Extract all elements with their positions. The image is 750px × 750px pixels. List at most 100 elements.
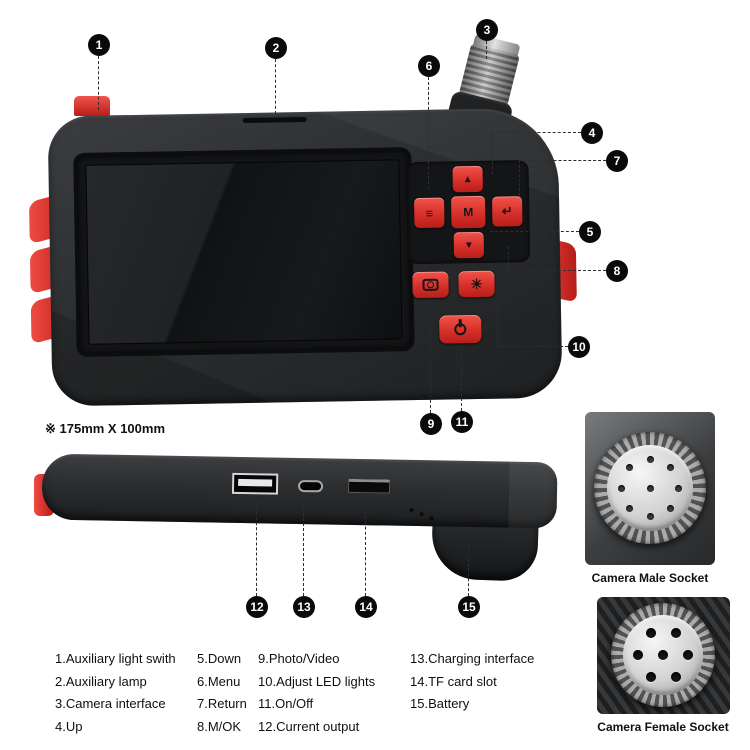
legend-item: 10.Adjust LED lights xyxy=(258,673,376,689)
leader-line-4b xyxy=(492,132,493,174)
legend-column-2: 5.Down 6.Menu 7.Return 8.M/OK xyxy=(197,648,247,738)
leader-line-1 xyxy=(98,56,99,110)
power-icon xyxy=(454,323,467,336)
callout-11: 11 xyxy=(451,411,473,433)
device-side-view xyxy=(34,450,564,590)
legend-item: 11.On/Off xyxy=(258,696,314,711)
callout-14: 14 xyxy=(355,596,377,618)
legend-column-1: 1.Auxiliary light swith 2.Auxiliary lamp… xyxy=(55,648,176,738)
down-button[interactable]: ▼ xyxy=(453,231,485,259)
socket-pin xyxy=(675,485,682,492)
camera-female-socket-photo xyxy=(597,597,730,714)
leader-line-3 xyxy=(486,41,487,59)
leader-line-5 xyxy=(490,231,579,232)
legend-column-3: 9.Photo/Video 10.Adjust LED lights 11.On… xyxy=(258,648,375,738)
callout-9: 9 xyxy=(420,413,442,435)
callout-6: 6 xyxy=(418,55,440,77)
legend-item: 12.Current output xyxy=(258,718,360,734)
leader-line-4 xyxy=(492,132,581,133)
legend-column-4: 13.Charging interface 14.TF card slot 15… xyxy=(410,648,534,716)
socket-hole xyxy=(671,628,681,638)
menu-button[interactable]: ≡ xyxy=(414,197,445,229)
m-ok-button[interactable]: M xyxy=(451,195,486,229)
camera-female-socket-label: Camera Female Socket xyxy=(597,720,729,734)
led-adjust-button[interactable]: ☀ xyxy=(458,270,495,298)
callout-1: 1 xyxy=(88,34,110,56)
legend-item: 7.Return xyxy=(197,696,247,711)
socket-pin xyxy=(626,464,633,471)
socket-hole xyxy=(646,628,656,638)
socket-pin xyxy=(647,485,654,492)
leader-line-2 xyxy=(275,59,276,114)
legend-item: 9.Photo/Video xyxy=(258,651,340,666)
vent-dot xyxy=(409,507,414,512)
socket-pin xyxy=(647,456,654,463)
socket-pin xyxy=(647,513,654,520)
socket-pin xyxy=(618,485,625,492)
tf-card-slot[interactable] xyxy=(347,478,391,494)
socket-hole xyxy=(658,650,668,660)
side-body xyxy=(41,453,558,529)
socket-hole xyxy=(633,650,643,660)
usb-tongue xyxy=(238,478,273,487)
callout-2: 2 xyxy=(265,37,287,59)
male-socket-ring xyxy=(594,432,706,544)
female-socket-ring xyxy=(611,603,715,707)
dpad-panel: ▲ ▼ ≡ ↵ M xyxy=(406,160,531,265)
callout-15: 15 xyxy=(458,596,480,618)
legend-item: 4.Up xyxy=(55,718,83,734)
callout-7: 7 xyxy=(606,150,628,172)
callout-8: 8 xyxy=(606,260,628,282)
callout-3: 3 xyxy=(476,19,498,41)
legend-item: 15.Battery xyxy=(410,696,470,711)
leader-line-6 xyxy=(428,77,429,189)
auxiliary-light-switch[interactable] xyxy=(74,96,110,116)
callout-10: 10 xyxy=(568,336,590,358)
socket-hole xyxy=(671,672,681,682)
usb-output-port[interactable] xyxy=(231,472,279,495)
vent-dot xyxy=(419,512,424,517)
callout-4: 4 xyxy=(581,122,603,144)
power-button[interactable] xyxy=(439,314,482,344)
leader-line-14 xyxy=(365,496,366,596)
legend-item: 3.Camera interface xyxy=(55,696,166,711)
camera-male-socket-label: Camera Male Socket xyxy=(591,571,709,585)
legend-item: 8.M/OK xyxy=(197,718,242,734)
leader-line-12 xyxy=(256,502,257,596)
socket-hole xyxy=(646,672,656,682)
callout-13: 13 xyxy=(293,596,315,618)
leader-line-8b xyxy=(508,246,509,270)
callout-12: 12 xyxy=(246,596,268,618)
screen-bezel xyxy=(76,150,412,354)
return-button[interactable]: ↵ xyxy=(492,196,523,227)
male-socket-face xyxy=(607,445,693,531)
legend-item: 14.TF card slot xyxy=(410,673,497,689)
side-end-cap xyxy=(508,461,558,529)
leader-line-9 xyxy=(430,303,431,413)
legend: 1.Auxiliary light swith 2.Auxiliary lamp… xyxy=(0,648,750,748)
leader-line-10 xyxy=(497,346,568,347)
lcd-screen xyxy=(85,159,403,345)
up-button[interactable]: ▲ xyxy=(452,165,483,193)
photo-video-button[interactable] xyxy=(412,271,449,299)
leader-line-7 xyxy=(519,160,606,161)
leader-line-7b xyxy=(519,160,520,196)
legend-item: 2.Auxiliary lamp xyxy=(55,673,147,689)
leader-line-15 xyxy=(468,544,469,596)
charging-port[interactable] xyxy=(297,479,324,493)
device-front-view: ▲ ▼ ≡ ↵ M ☀ xyxy=(29,99,577,410)
leader-line-11 xyxy=(461,348,462,411)
legend-item: 13.Charging interface xyxy=(410,651,535,666)
size-note: ※ 175mm X 100mm xyxy=(45,421,166,436)
camera-male-socket-photo xyxy=(585,412,715,565)
socket-hole xyxy=(683,650,693,660)
socket-pin xyxy=(626,505,633,512)
legend-item: 6.Menu xyxy=(197,673,241,689)
leader-line-10b xyxy=(497,300,498,346)
leader-line-13 xyxy=(303,498,304,596)
vent-dot xyxy=(429,516,434,521)
camera-icon xyxy=(422,278,439,291)
female-socket-face xyxy=(623,615,703,695)
leader-line-8 xyxy=(508,270,606,271)
